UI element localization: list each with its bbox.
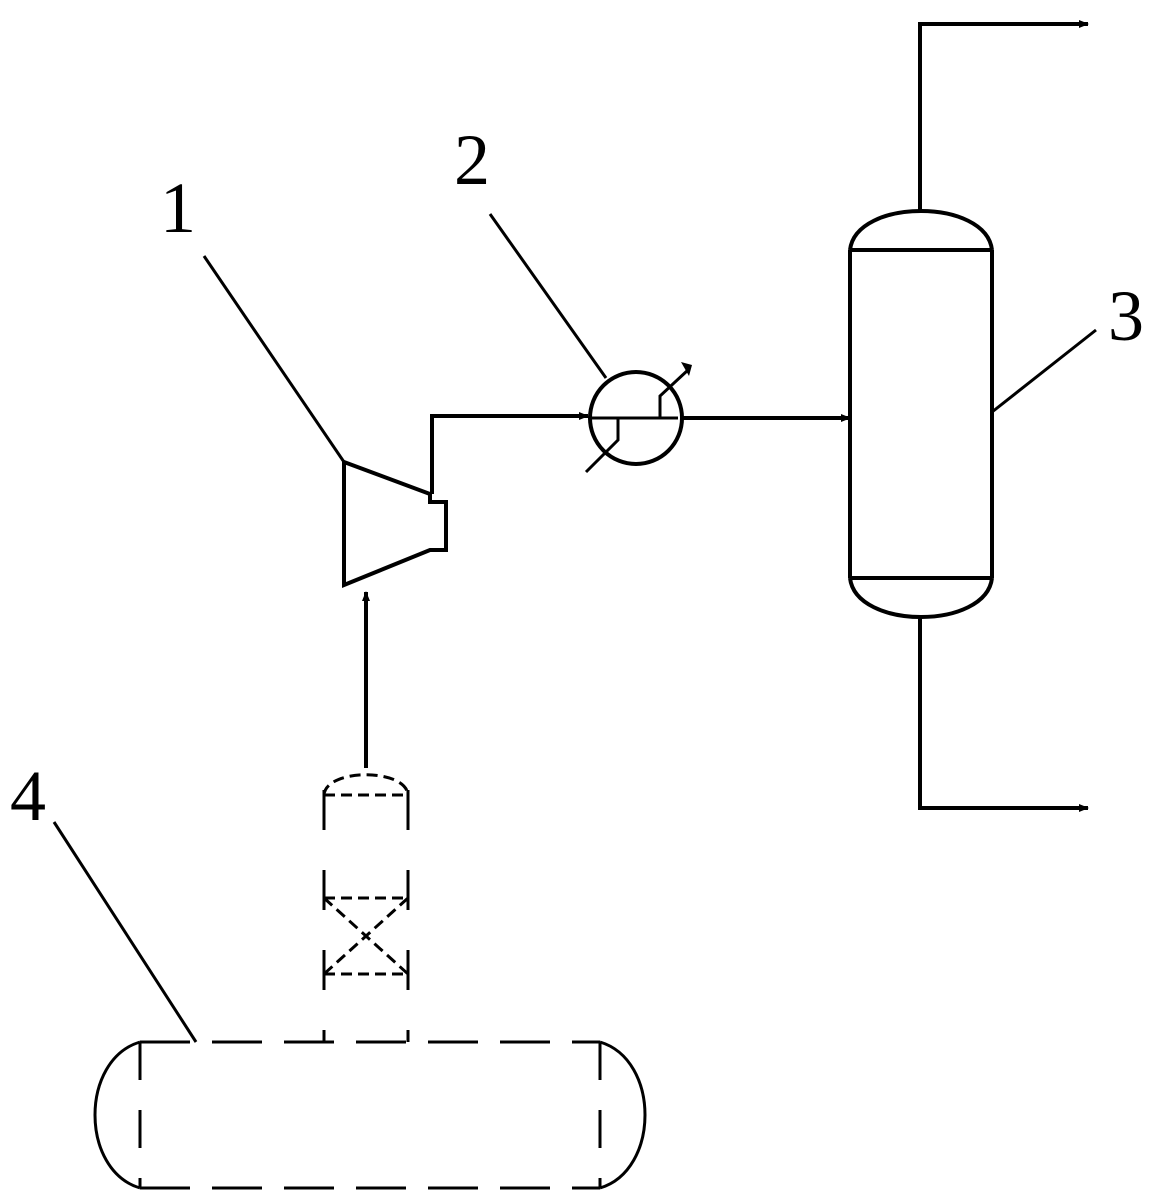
label-compressor: 1 bbox=[160, 168, 196, 248]
pipe-compressor-to-exchanger bbox=[430, 412, 589, 494]
compressor bbox=[342, 459, 448, 588]
pipe-column-top-outlet bbox=[918, 20, 1089, 210]
leader-line-2 bbox=[488, 213, 608, 379]
pipe-column-bottom-outlet bbox=[918, 618, 1089, 812]
label-storage-tank: 4 bbox=[10, 756, 46, 836]
leader-line-4 bbox=[52, 821, 198, 1043]
separation-column bbox=[848, 209, 994, 619]
dashed-tower bbox=[322, 773, 410, 1042]
leader-line-3 bbox=[991, 328, 1097, 414]
leader-line-1 bbox=[202, 255, 346, 463]
label-heat-exchanger: 2 bbox=[454, 120, 490, 200]
heat-exchanger bbox=[584, 362, 692, 474]
label-column: 3 bbox=[1108, 276, 1144, 356]
storage-tank bbox=[93, 1040, 647, 1190]
